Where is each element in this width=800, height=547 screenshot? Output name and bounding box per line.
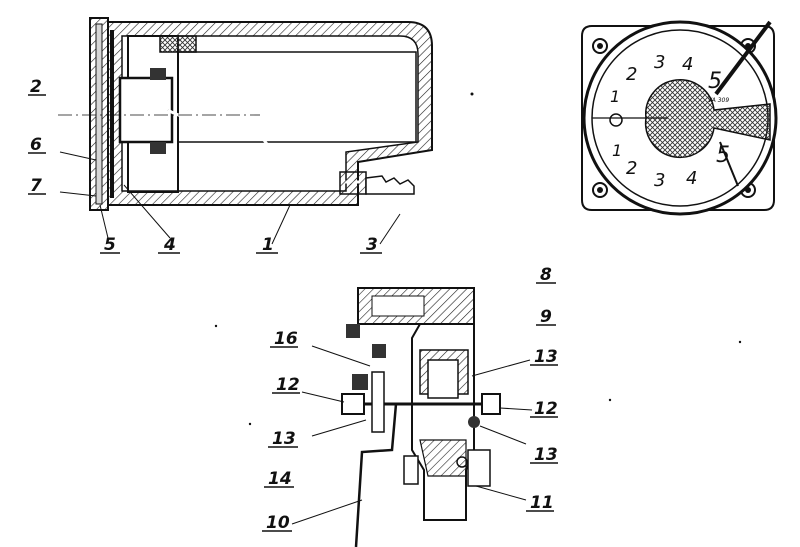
gauge-needle-lower [719, 141, 739, 187]
detail-pin [456, 456, 468, 468]
speck [470, 92, 474, 96]
gauge-pivot [609, 113, 623, 127]
detail-side-boss [467, 449, 491, 487]
upper-scale-5: 5 [708, 69, 722, 94]
leader-3 [379, 213, 401, 245]
gauge-face-mark: VA 309 [708, 97, 729, 104]
callout-11: 11 [530, 493, 554, 513]
callout-13-right: 13 [534, 445, 558, 465]
upper-scale-1: 1 [610, 87, 620, 106]
leader-16 [311, 345, 371, 367]
detail-lever-foot [403, 455, 419, 485]
callout-2: 2 [30, 77, 42, 97]
speck [214, 324, 218, 328]
leader-14 [471, 359, 531, 377]
detail-bolt-top [346, 324, 360, 338]
front-glass [95, 23, 103, 205]
pressure-tube-bore [167, 108, 370, 184]
leader-13-left [311, 419, 367, 437]
detail-bolt-12-right [481, 393, 501, 415]
lower-scale-2: 2 [626, 158, 637, 179]
lower-scale-3: 3 [654, 170, 665, 191]
leader-10 [291, 499, 363, 525]
callout-8: 8 [540, 265, 552, 285]
callout-16: 16 [274, 329, 298, 349]
lower-scale-1: 1 [612, 141, 622, 160]
mechanism-detail-view [291, 287, 533, 547]
callout-13-left: 13 [272, 429, 296, 449]
hose-nipple [365, 175, 415, 195]
leader-4 [123, 184, 171, 239]
callout-4: 4 [163, 235, 176, 255]
gauge-front-view: 1 2 3 4 5 VA 309 1 2 3 4 5 [581, 20, 778, 216]
upper-scale-4: 4 [682, 54, 693, 75]
mechanism-screw-top [150, 68, 166, 80]
callout-7: 7 [30, 176, 42, 196]
dial-plate [110, 30, 114, 198]
leader-11 [475, 485, 527, 501]
callout-6: 6 [30, 135, 42, 155]
leader-6 [59, 151, 97, 161]
callout-5: 5 [104, 235, 116, 255]
upper-scale-2: 2 [626, 64, 637, 85]
callout-12-right: 12 [534, 399, 558, 419]
housing-cavity [121, 35, 419, 192]
mechanism-block [118, 76, 174, 144]
speck [248, 422, 252, 426]
callout-12-left: 12 [276, 375, 300, 395]
speck [738, 340, 742, 344]
upper-scale-3: 3 [654, 52, 665, 73]
hose-nipple-base [339, 171, 367, 195]
callout-3: 3 [366, 235, 378, 255]
detail-nut-upper [352, 374, 368, 390]
leader-7 [59, 191, 97, 197]
callout-15: 14 [268, 469, 292, 489]
mount-screw [159, 35, 197, 53]
leader-13-right [479, 425, 527, 445]
leader-12-left [301, 391, 345, 403]
detail-lower-hatch [419, 439, 467, 477]
speck [608, 398, 612, 402]
mechanism-screw-bottom [150, 142, 166, 154]
callout-10: 10 [266, 513, 290, 533]
lower-scale-4: 4 [686, 168, 697, 189]
detail-nut-16 [372, 344, 386, 358]
detail-washer-right [468, 416, 480, 428]
callout-1: 1 [262, 235, 274, 255]
detail-bracket [371, 371, 385, 433]
detail-lever-arm [354, 403, 398, 547]
lower-scale-5: 5 [716, 143, 730, 168]
detail-window [427, 359, 459, 399]
leader-12-right [499, 407, 533, 411]
leader-1 [271, 204, 291, 245]
housing-section-view [58, 17, 433, 245]
gauge-needle-upper [714, 20, 772, 96]
leader-5 [99, 204, 109, 239]
gauge-hub-shading [644, 79, 771, 159]
detail-bolt-12-left [341, 393, 365, 415]
callout-9: 9 [540, 307, 552, 327]
callout-14: 13 [534, 347, 558, 367]
